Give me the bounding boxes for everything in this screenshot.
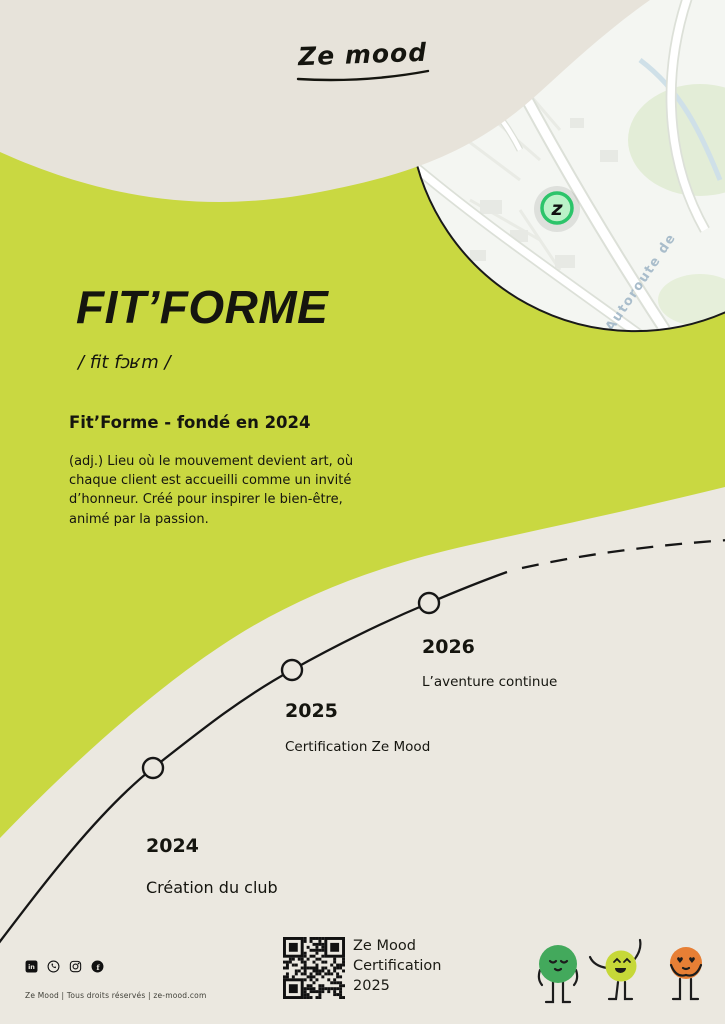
map-pin-icon [540, 191, 574, 225]
facebook-icon[interactable]: f [91, 960, 104, 973]
pin-letter: z [550, 198, 563, 220]
definition-text: (adj.) Lieu où le mouvement devient art,… [69, 454, 354, 527]
whatsapp-icon[interactable] [47, 960, 60, 973]
milestone-marker-2026 [417, 591, 441, 615]
founding-subtitle: Fit’Forme - fondé en 2024 [69, 413, 311, 432]
milestone-label: Création du club [146, 878, 278, 897]
milestone-year: 2025 [285, 700, 338, 722]
mascots: ♥ ♥ [537, 938, 703, 1004]
qr-caption-line: 2025 [353, 978, 390, 994]
linkedin-icon[interactable]: in [25, 960, 38, 973]
instagram-icon[interactable] [69, 960, 82, 973]
qr-caption-line: Ze Mood [353, 938, 416, 954]
page-title: FIT’FORME [76, 281, 329, 333]
svg-text:♥: ♥ [676, 956, 683, 965]
milestone-marker-2025 [280, 658, 304, 682]
social-links: in f [25, 960, 104, 973]
milestone-label: Certification Ze Mood [285, 739, 431, 755]
brand-logo-underline [296, 69, 429, 82]
svg-text:in: in [28, 963, 35, 971]
mascot-orange-icon: ♥ ♥ [669, 947, 703, 1001]
qr-code [283, 937, 345, 999]
map-circle-outline [411, 141, 725, 333]
qr-caption: Ze Mood Certification 2025 [353, 936, 442, 996]
qr-modules [283, 937, 345, 999]
milestone-2024: 2024 Création du club [146, 835, 278, 897]
svg-text:f: f [96, 963, 100, 972]
milestone-year: 2024 [146, 835, 199, 857]
legal-text: Ze Mood | Tous droits réservés | ze-mood… [25, 991, 207, 1000]
brand-logo-text: Ze mood [297, 37, 428, 72]
milestone-label: L’aventure continue [422, 674, 558, 690]
map-road-label: Autoroute de [603, 231, 680, 335]
milestone-year: 2026 [422, 636, 475, 658]
pin-shadow [534, 186, 580, 232]
milestone-marker-2024 [141, 756, 165, 780]
milestone-2025: 2025 Certification Ze Mood [285, 700, 430, 755]
qr-caption-line: Certification [353, 958, 442, 974]
mascot-green-icon [537, 945, 579, 1004]
phonetic-text: / fit fɔʁm / [78, 352, 171, 373]
timeline-dashed-line [521, 539, 725, 570]
milestone-2026: 2026 L’aventure continue [422, 636, 557, 690]
svg-text:♥: ♥ [688, 956, 695, 965]
mascot-lime-icon [588, 938, 642, 1001]
brand-logo: Ze mood [0, 37, 725, 82]
